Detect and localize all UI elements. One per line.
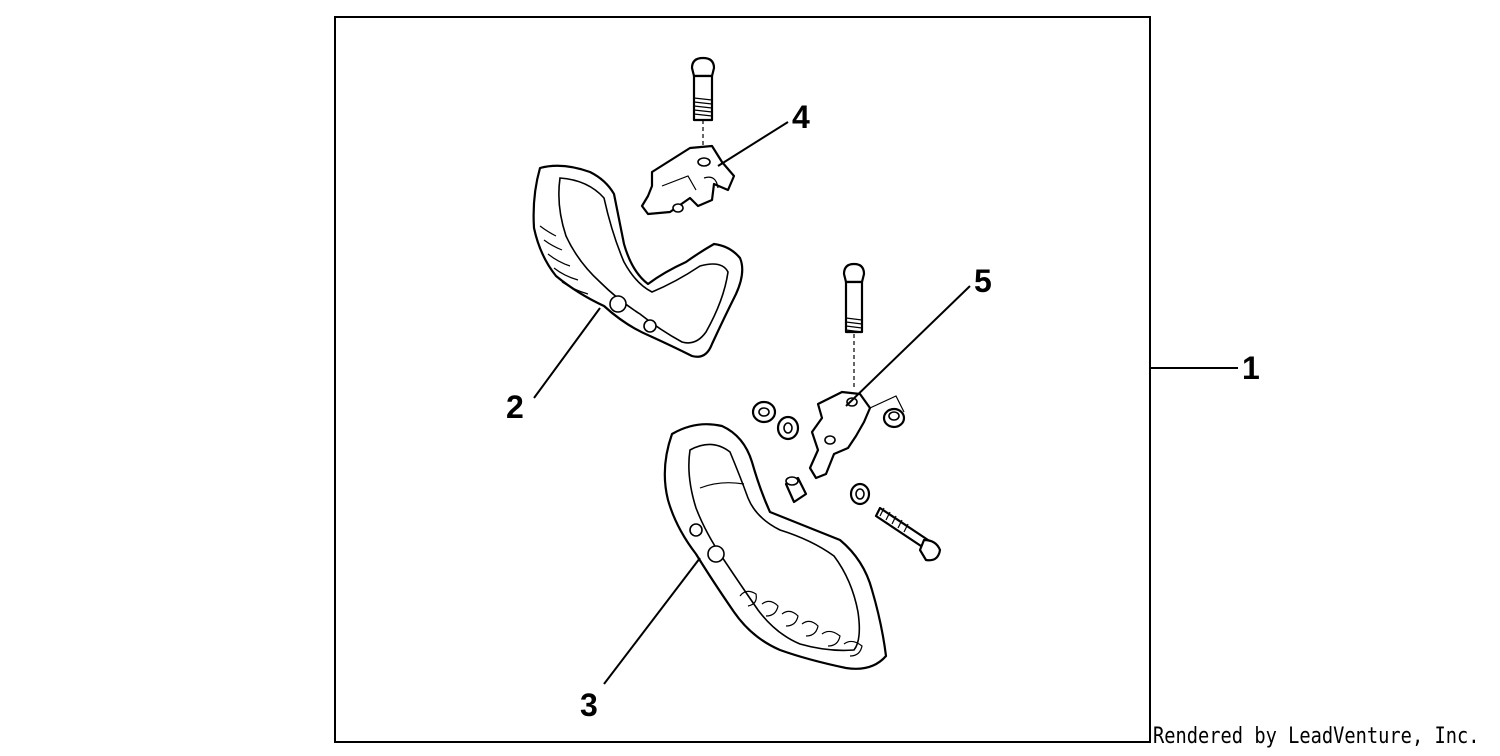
leader-2 [533, 307, 601, 399]
part-5-bracket-assembly[interactable] [751, 262, 942, 562]
callout-1[interactable]: 1 [1242, 350, 1260, 386]
callout-2[interactable]: 2 [506, 389, 524, 425]
leader-4 [717, 121, 789, 167]
render-credit: Rendered by LeadVenture, Inc. [1153, 724, 1480, 749]
leader-5 [845, 285, 971, 407]
callout-5[interactable]: 5 [974, 263, 992, 299]
part-3-right-handguard[interactable] [663, 423, 888, 670]
callout-3[interactable]: 3 [580, 687, 598, 723]
diagram-frame [334, 16, 1151, 743]
part-2-left-handguard[interactable] [532, 164, 744, 358]
leader-3 [603, 557, 701, 685]
part-4-bracket-assembly[interactable] [640, 56, 736, 216]
callout-4[interactable]: 4 [792, 99, 810, 135]
